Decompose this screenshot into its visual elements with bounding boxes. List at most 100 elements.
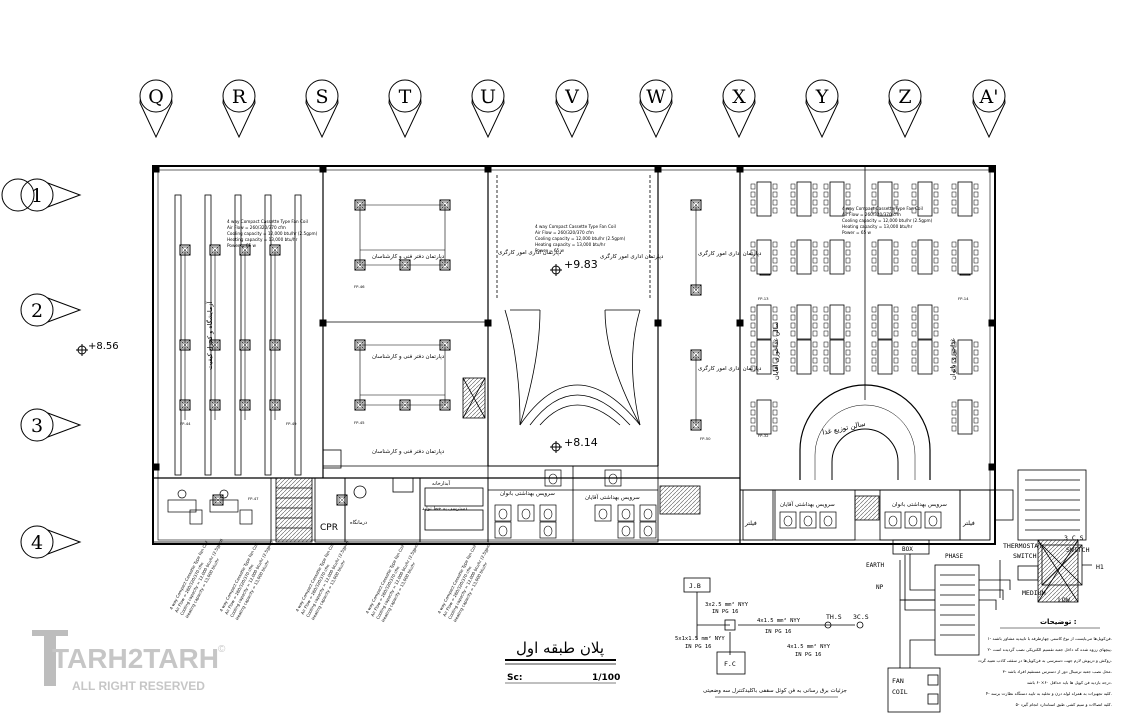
room-label-tech-1: دپارتمان دفتر فنی و کارشناسان — [372, 253, 445, 260]
label-earth: EARTH — [866, 562, 884, 569]
grid-label: T — [399, 86, 412, 108]
wiring-caption: جزئیات برق رسانی به فن کوئل سقفی باکلیدک… — [703, 687, 847, 694]
label-low: LOW — [1058, 596, 1070, 604]
lab-benches — [174, 194, 302, 476]
grid-bubble-X: X — [722, 79, 756, 139]
label-box: BOX — [902, 546, 913, 553]
grid-label: R — [232, 86, 247, 108]
level-center-bottom: +8.14 — [564, 436, 598, 449]
svg-text:Air Flow = 260/320/370 cfm: Air Flow = 260/320/370 cfm — [535, 230, 594, 235]
label-phase: PHASE — [945, 553, 963, 560]
fp-tag: FP-46 — [354, 284, 365, 289]
room-label-restroom-4: سرویس بهداشتی بانوان — [892, 502, 947, 508]
grid-row-bubble-3: 3 — [20, 408, 82, 442]
svg-text:Cooling capacity = 12,000 btu/: Cooling capacity = 12,000 btu/hr (2.5gpm… — [842, 218, 933, 223]
grid-label: 4 — [31, 532, 43, 554]
fan-coil-spec-block-1: 4 way Compact Cassette Type Fan Coil Air… — [227, 219, 318, 248]
label-medium: MEDIUM — [1022, 589, 1046, 597]
label-switch: SWITCH — [1013, 552, 1037, 560]
toilet-fixture — [539, 504, 557, 522]
dining-table — [750, 239, 778, 275]
scale-label: Sc: — [507, 673, 522, 683]
svg-text:Air Flow = 260/320/370 cfm: Air Flow = 260/320/370 cfm — [227, 225, 286, 230]
room-label-office-3: دپارتمان اداری امور کارگری — [698, 250, 762, 257]
grid-bubble-U: U — [471, 79, 505, 139]
grid-bubble-S: S — [305, 79, 339, 139]
dining-table — [871, 304, 899, 340]
fan-coil-icon — [336, 494, 348, 506]
svg-text:4 way Compact Cassette Type Fa: 4 way Compact Cassette Type Fan Coil — [535, 224, 616, 229]
grid-label: X — [732, 86, 746, 108]
grid-row-bubble-4: 4 — [20, 525, 82, 559]
notes-block: توضیحات : ۱- فن‌کویل‌ها می‌بایست از نوع … — [978, 618, 1112, 707]
fp-tag: FP-14 — [958, 296, 969, 301]
dining-table — [823, 304, 851, 340]
plan-title: پلان طبقه اول — [516, 639, 604, 658]
office-furniture — [167, 489, 253, 525]
fp-tag: FP-49 — [286, 421, 297, 426]
room-label-infirmary: درمانگاه — [350, 519, 367, 526]
grid-label: W — [646, 86, 666, 108]
grid-label: Z — [898, 86, 911, 108]
grid-bubble-V: V — [555, 79, 589, 139]
wiring-fc: F.C — [724, 660, 736, 668]
grid-bubble-A': A' — [972, 79, 1006, 139]
grid-label: 2 — [31, 300, 43, 322]
label-fan: FAN — [892, 677, 904, 685]
level-left: +8.56 — [88, 341, 119, 352]
toilet-fixture — [779, 511, 797, 529]
wiring-c2: 4x1.5 mm² NYY — [757, 617, 801, 624]
dining-table — [790, 181, 818, 217]
restroom-block — [487, 465, 991, 543]
dining-table — [790, 239, 818, 275]
svg-text:Heating capacity = 13,000 btu/: Heating capacity = 13,000 btu/hr — [227, 237, 298, 242]
grid-bubble-W: W — [639, 79, 673, 139]
svg-text:Air Flow = 260/320/370 cfm: Air Flow = 260/320/370 cfm — [842, 212, 901, 217]
fan-coil-wiring-diagram — [683, 577, 864, 675]
room-label-cafeteria-2: غذاخوری بانوان — [949, 338, 957, 380]
fp-tag: FP-50 — [700, 436, 711, 441]
wiring-c2b: IN PG 16 — [765, 629, 792, 635]
grid-bubble-Q: Q — [139, 79, 173, 139]
watermark-brand: TARH2TARH — [52, 643, 219, 674]
room-label-tech-2: دپارتمان دفتر فنی و کارشناسان — [372, 353, 445, 360]
dining-table — [790, 339, 818, 375]
plan-title-block: پلان طبقه اول Sc: 1/100 — [505, 639, 620, 684]
grid-column-markers: Q R S T U V W X Y Z A' — [139, 79, 1006, 139]
toilet-fixture — [617, 504, 635, 522]
grid-bubble-T: T — [388, 79, 422, 139]
grid-label: 3 — [31, 415, 43, 437]
grid-label: S — [315, 86, 328, 108]
dining-table — [871, 239, 899, 275]
toilet-fixture — [904, 511, 922, 529]
svg-text:4 way Compact Cassette Type Fa: 4 way Compact Cassette Type Fan Coil — [227, 219, 308, 224]
scale-value: 1/100 — [592, 673, 620, 683]
dining-table — [750, 399, 778, 435]
room-label-lab: آزمایشگاه و کنترل کیفیت — [205, 300, 214, 370]
toilet-fixture — [819, 511, 837, 529]
notes-title: توضیحات : — [1040, 618, 1077, 626]
wiring-c4: 4x1.5 mm² NYY — [787, 643, 831, 650]
room-label-cafeteria: سالن غذاخوری آقایان — [771, 322, 780, 380]
grid-label: A' — [979, 86, 999, 108]
toilet-fixture — [594, 504, 612, 522]
wiring-c3: 5x1x1.5 mm² NYY — [675, 635, 725, 642]
dining-table — [823, 239, 851, 275]
grid-label: Q — [148, 86, 164, 108]
dining-table — [823, 339, 851, 375]
grid-label: Y — [815, 86, 829, 108]
wiring-c4b: IN PG 16 — [795, 652, 822, 658]
watermark-copyright: © — [218, 644, 226, 655]
wiring-c1b: IN PG 16 — [712, 609, 739, 615]
toilet-fixture — [639, 504, 657, 522]
room-label-office-1: دپارتمان اداری امور کارگری — [498, 249, 562, 256]
watermark-rights: ALL RIGHT RESERVED — [72, 679, 205, 693]
room-label-cpr: CPR — [320, 523, 338, 533]
label-switch-2: SWITCH — [1066, 546, 1090, 554]
grid-bubble-Z: Z — [888, 79, 922, 139]
room-label-filter-2: فیلتر — [962, 520, 975, 527]
room-label-office-4: دپارتمان اداری امور کارگری — [698, 365, 762, 372]
toilet-fixture — [799, 511, 817, 529]
grid-label: U — [480, 86, 496, 108]
